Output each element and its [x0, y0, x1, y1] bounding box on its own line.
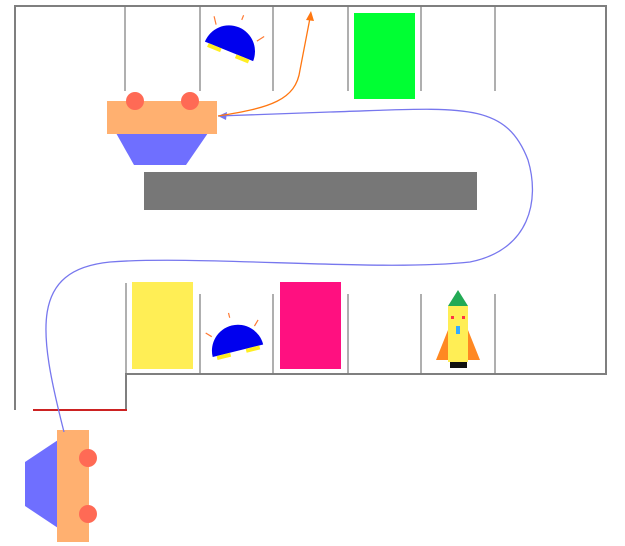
- top-bay-dividers: [124, 6, 496, 91]
- robot-wheel-right: [181, 92, 199, 110]
- rocket-fin-left: [436, 330, 448, 360]
- robot-body: [57, 430, 89, 542]
- dome-foot-right: [234, 54, 250, 64]
- dome-icon: [205, 312, 264, 360]
- dome-foot-left: [207, 43, 222, 53]
- robot-icon: [25, 430, 97, 542]
- robot-wheel-left: [126, 92, 144, 110]
- rocket-light-left: [451, 316, 454, 319]
- warehouse-walls: [14, 5, 607, 410]
- blue-path: [45, 108, 534, 433]
- robot-wheel-bottom: [79, 505, 97, 523]
- robot-wheel-top: [79, 449, 97, 467]
- orange-path: [217, 17, 311, 117]
- dome-shell: [211, 324, 264, 358]
- robot-body: [107, 101, 217, 134]
- robot-shovel: [25, 440, 58, 528]
- rocket-light-right: [462, 316, 465, 319]
- rocket-fin-right: [468, 330, 480, 360]
- dome-icon: [204, 15, 265, 64]
- magenta-block: [280, 282, 341, 369]
- green-block: [354, 13, 415, 99]
- rocket-window: [456, 326, 460, 334]
- rocket-icon: [436, 290, 480, 368]
- dome-shell: [204, 25, 255, 62]
- bottom-bay-dividers: [125, 283, 496, 374]
- center-island: [144, 172, 477, 210]
- blue-path-arrowhead: [218, 112, 227, 120]
- orange-path-arrowhead: [306, 11, 314, 21]
- robot-shovel: [116, 133, 208, 165]
- outer-wall: [14, 5, 607, 410]
- robot-icon: [107, 92, 217, 165]
- yellow-block: [132, 282, 193, 369]
- dome-rays: [213, 15, 265, 42]
- dome-foot-left: [216, 352, 232, 360]
- dome-foot-right: [245, 345, 261, 353]
- rocket-nose: [448, 290, 468, 306]
- dome-rays: [205, 312, 259, 338]
- rocket-base: [450, 362, 467, 368]
